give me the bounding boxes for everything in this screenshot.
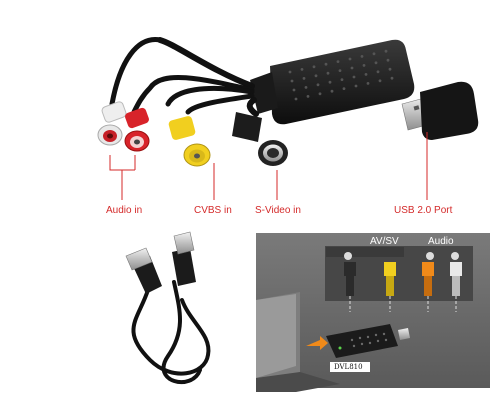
rca-red-connector bbox=[124, 107, 150, 152]
usb-capture-device bbox=[250, 39, 479, 140]
audio-label: Audio bbox=[428, 236, 454, 247]
cable-bundle bbox=[109, 37, 259, 117]
connection-diagram bbox=[256, 233, 490, 392]
audio-in-label: Audio in bbox=[106, 205, 143, 216]
usb-extension-cable bbox=[131, 280, 211, 385]
rca-white-connector bbox=[97, 101, 127, 146]
usb-port-label: USB 2.0 Port bbox=[394, 205, 453, 216]
svideo-in-label: S-Video in bbox=[255, 205, 301, 216]
rca-yellow-connector bbox=[168, 116, 211, 167]
cvbs-in-label: CVBS in bbox=[194, 205, 232, 216]
callout-lines bbox=[109, 132, 428, 200]
usb-female-end bbox=[125, 247, 162, 294]
usb-male-end bbox=[172, 231, 196, 286]
svideo-connector bbox=[232, 112, 288, 166]
avsv-label: AV/SV bbox=[370, 236, 399, 247]
model-label: DVL810 bbox=[334, 363, 363, 371]
